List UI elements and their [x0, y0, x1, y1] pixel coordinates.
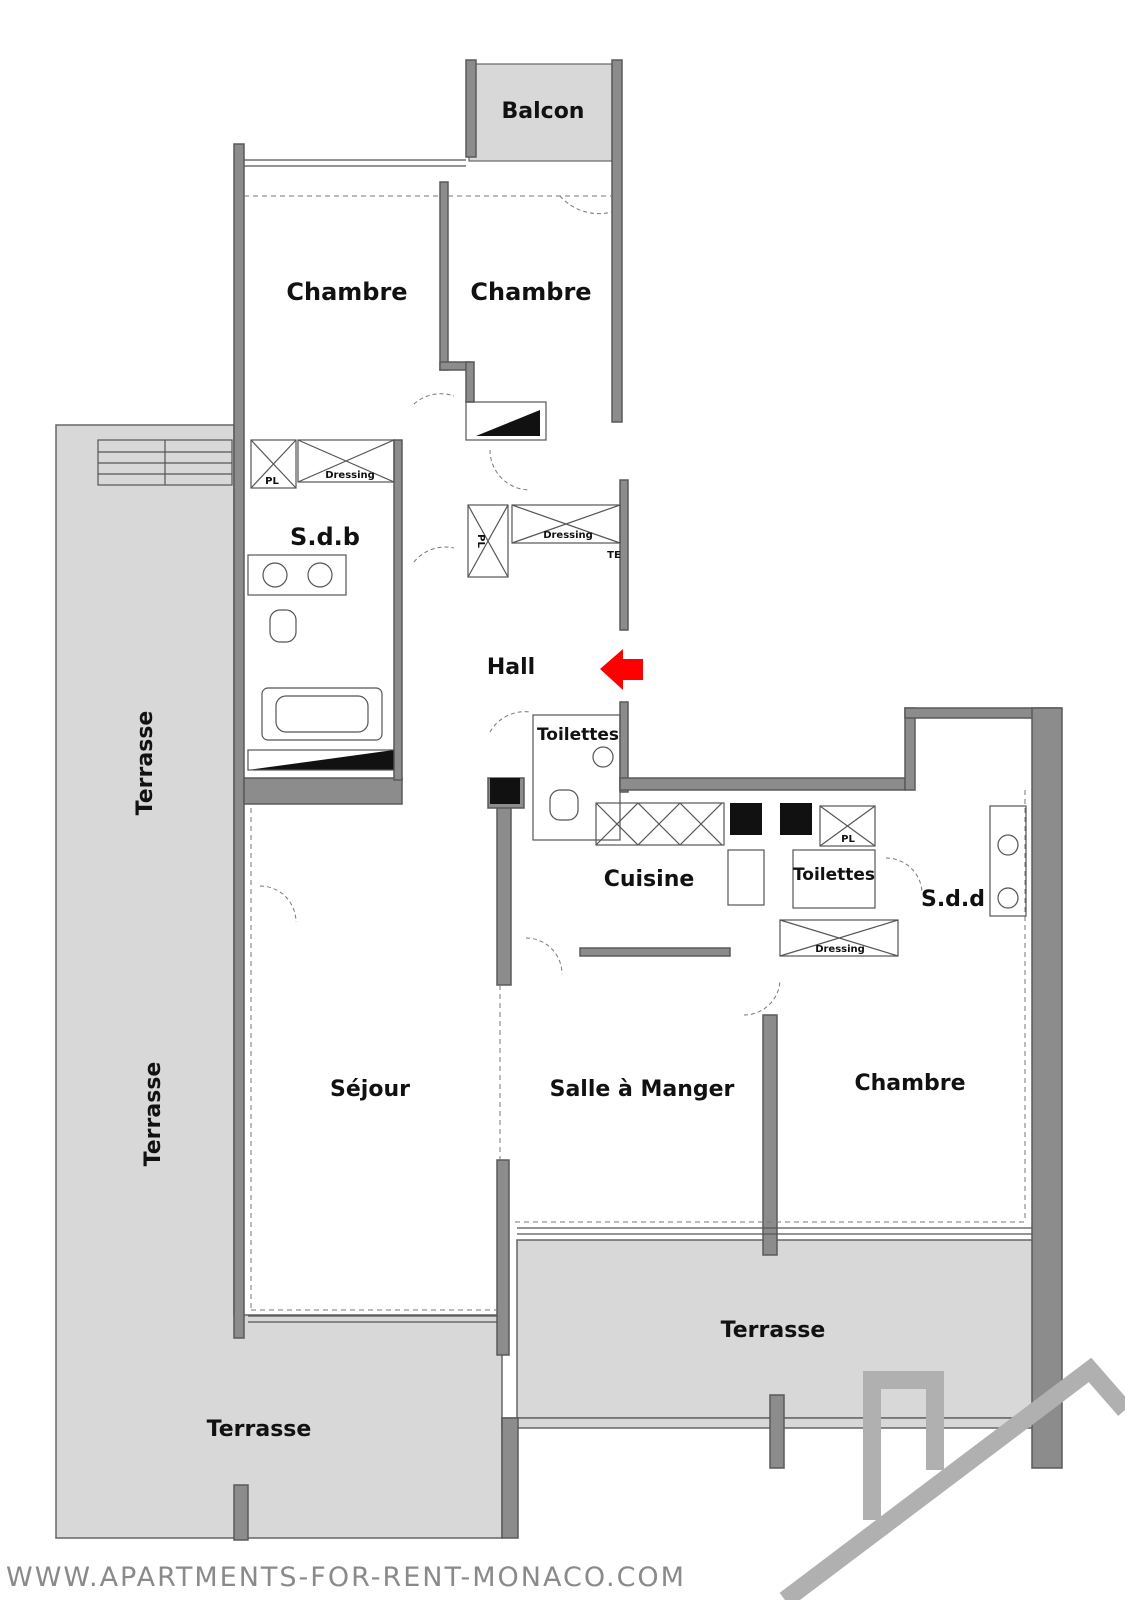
stair-shaft-1 — [248, 750, 394, 770]
wall-balcon-left — [465, 59, 477, 158]
wall-hall-right — [619, 479, 629, 631]
label-pl-1: PL — [265, 476, 279, 487]
dressing-closet-2 — [511, 504, 621, 544]
website-watermark: WWW.APARTMENTS-FOR-RENT-MONACO.COM — [6, 1562, 686, 1593]
label-pl-3: PL — [841, 834, 855, 845]
kitchen-units — [595, 802, 725, 846]
shaft-2 — [780, 803, 812, 835]
room-label-terrasse-bottom: Terrasse — [207, 1417, 312, 1442]
room-label-chambre-n: Chambre — [470, 278, 591, 306]
wall-pillar-1 — [501, 1417, 519, 1539]
terrace-strip — [501, 1417, 1036, 1429]
shaft-1 — [730, 803, 762, 835]
room-label-sdb: S.d.b — [290, 523, 360, 551]
room-label-chambre-se: Chambre — [854, 1071, 965, 1096]
room-label-balcon: Balcon — [502, 99, 585, 124]
dressing-closet-3 — [779, 919, 899, 957]
house-logo-chimney — [863, 1371, 944, 1520]
toilet-sdb — [269, 609, 297, 643]
terrace-west — [55, 424, 503, 1539]
room-label-hall: Hall — [487, 655, 535, 680]
wall-pillar-3 — [233, 1484, 249, 1541]
wall-east-notch-left — [904, 707, 916, 791]
room-label-toilettes-hall: Toilettes — [537, 725, 619, 745]
stair-shaft-2 — [476, 410, 540, 436]
pl-closet-2 — [467, 504, 509, 578]
cooktop — [727, 849, 765, 906]
bathtub — [261, 687, 383, 741]
wall-ch-divider-v — [465, 361, 475, 403]
wall-pillar-2 — [769, 1394, 785, 1469]
room-label-sejour: Séjour — [330, 1077, 410, 1102]
wall-sdb-upper — [393, 439, 403, 781]
toilettes-hall-box — [532, 714, 621, 841]
wall-sejour-sdb-divider — [243, 777, 403, 805]
pl-closet-1 — [250, 439, 297, 489]
entrance-arrow-icon — [600, 649, 643, 690]
label-dressing-1: Dressing — [325, 470, 375, 481]
toilettes-east-box — [792, 849, 876, 909]
wall-east-far-right — [1031, 707, 1063, 1469]
label-dressing-3: Dressing — [815, 944, 865, 955]
label-dressing-2: Dressing — [543, 530, 593, 541]
room-label-terrasse-south: Terrasse — [721, 1318, 826, 1343]
wall-salle-left — [496, 1159, 510, 1356]
label-te: TE — [607, 550, 621, 561]
balcon-area — [468, 63, 613, 162]
room-label-chambre-nw: Chambre — [286, 278, 407, 306]
wall-cuisine-bottom — [579, 947, 731, 957]
room-label-toilettes-east: Toilettes — [793, 865, 875, 885]
pl-closet-3 — [819, 805, 876, 847]
wall-north-west-top — [233, 143, 245, 1339]
house-logo-watermark — [779, 1357, 1125, 1600]
double-sink — [247, 554, 347, 596]
room-label-sdd: S.d.d — [921, 887, 985, 912]
wall-east-horizontal — [619, 777, 906, 791]
room-label-terrasse-west-2: Terrasse — [141, 1062, 166, 1167]
stair-block — [490, 778, 520, 804]
room-label-salle-a-manger: Salle à Manger — [550, 1077, 735, 1102]
room-label-cuisine: Cuisine — [604, 867, 695, 892]
dressing-closet-1 — [297, 439, 395, 483]
wall-cuisine-left — [496, 794, 512, 986]
wall-chambre-se-left — [762, 1014, 778, 1256]
wall-north-rooms-divider — [439, 181, 449, 371]
sdd-sinks — [989, 805, 1027, 917]
label-pl-2: PL — [475, 534, 486, 548]
wall-balcon-right — [611, 59, 623, 423]
room-label-terrasse-west-1: Terrasse — [133, 711, 158, 816]
